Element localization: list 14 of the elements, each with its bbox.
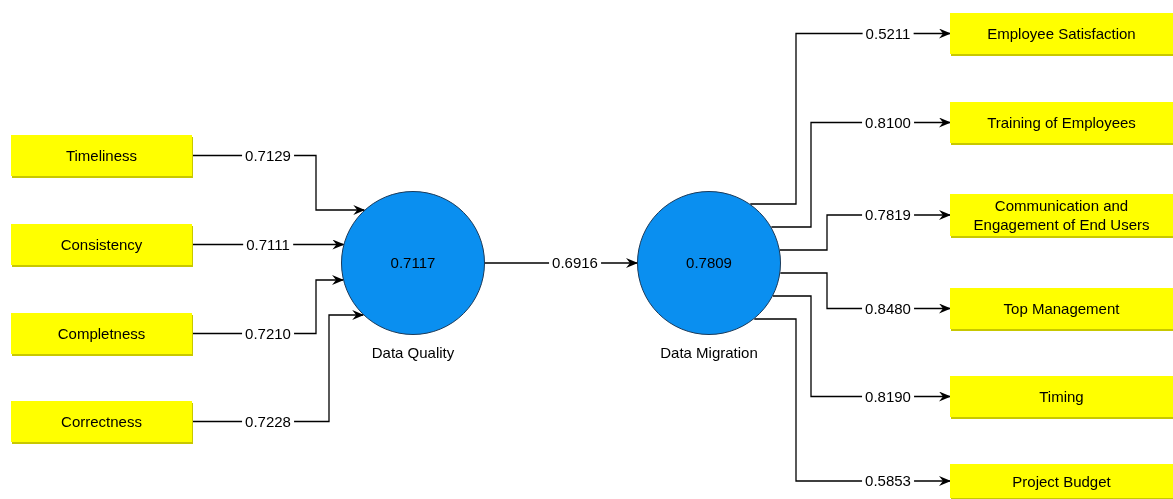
indicator-box: Completness [11, 313, 192, 354]
indicator-box: Correctness [11, 401, 192, 442]
circle-value: 0.7809 [686, 252, 732, 273]
indicator-box: Top Management [950, 288, 1173, 329]
indicator-box: Timing [950, 376, 1173, 417]
circle-value: 0.7117 [390, 252, 436, 273]
construct-name: Data Migration [660, 343, 758, 363]
indicator-box: Project Budget [950, 464, 1173, 498]
indicator-box: Employee Satisfaction [950, 13, 1173, 54]
indicator-box: Training of Employees [950, 102, 1173, 143]
indicator-box: Consistency [11, 224, 192, 265]
indicator-box: Timeliness [11, 135, 192, 176]
indicator-box: Communication and Engagement of End Users [950, 194, 1173, 236]
construct-name: Data Quality [371, 343, 455, 363]
